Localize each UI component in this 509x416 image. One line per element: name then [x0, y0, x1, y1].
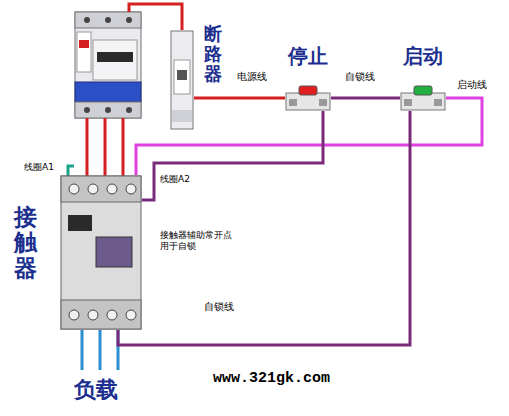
supply-wire — [87, 118, 123, 176]
start-button: 启动 — [400, 85, 446, 111]
circuit-breaker-body — [170, 30, 194, 130]
contactor-body — [60, 175, 142, 330]
coil-a1-wire — [68, 166, 74, 176]
device-name: 断路器 — [204, 24, 222, 83]
start-button-body — [400, 85, 446, 111]
wire — [194, 97, 285, 100]
device-name: 启动 — [403, 43, 443, 70]
three-pole-breaker — [75, 12, 141, 118]
contactor: 接触器 — [60, 175, 142, 330]
circuit-breaker: 断路器 — [170, 30, 194, 130]
load-wire — [82, 330, 118, 370]
wire-label: 启动线 — [456, 78, 488, 92]
wire — [142, 111, 323, 200]
wire-label: 自锁线 — [203, 300, 235, 314]
stop-button: 停止 — [285, 85, 331, 111]
wire — [118, 111, 410, 345]
device-name: 停止 — [288, 43, 328, 70]
device-name: 接触器 — [14, 205, 37, 281]
wire-label: 自锁线 — [344, 70, 376, 84]
wire-label: 电源线 — [236, 70, 268, 84]
watermark: www.321gk.com — [213, 370, 330, 389]
aux-contact-note: 接触器辅助常开点用于自锁 — [160, 230, 238, 253]
wire — [331, 97, 400, 100]
coil-terminal-label: 线圈A2 — [160, 174, 190, 185]
stop-button-body — [285, 85, 331, 111]
coil-terminal-label: 线圈A1 — [24, 162, 54, 173]
load-label: 负载 — [74, 376, 118, 404]
control-supply-wire — [129, 4, 182, 30]
